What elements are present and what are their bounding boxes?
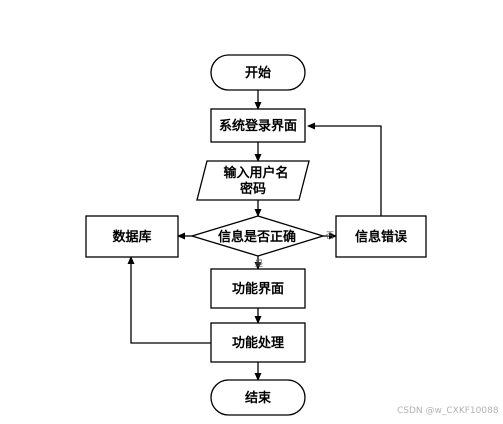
edge-label-yes: 是 bbox=[255, 259, 263, 268]
function-process-box: 功能处理 bbox=[210, 322, 306, 363]
edge-label-no: 否 bbox=[326, 231, 334, 240]
input-label-line2: 密码 bbox=[239, 181, 266, 197]
csdn-watermark: CSDN @w_CXKF10088 bbox=[397, 406, 499, 416]
error-box: 信息错误 bbox=[335, 215, 427, 258]
function-screen-box: 功能界面 bbox=[210, 268, 306, 309]
check-decision: 信息是否正确 bbox=[189, 215, 326, 257]
login-screen-label: 系统登录界面 bbox=[219, 118, 297, 134]
start-terminal: 开始 bbox=[210, 54, 306, 91]
login-screen-box: 系统登录界面 bbox=[210, 108, 306, 143]
error-label: 信息错误 bbox=[355, 229, 408, 245]
function-screen-label: 功能界面 bbox=[232, 281, 284, 297]
check-label: 信息是否正确 bbox=[218, 229, 296, 245]
edge-process-to-database bbox=[127, 256, 211, 344]
database-label: 数据库 bbox=[112, 229, 151, 245]
database-box: 数据库 bbox=[85, 215, 179, 258]
input-label-line1: 输入用户名 bbox=[223, 165, 288, 181]
edge-error-to-login bbox=[307, 122, 382, 216]
end-terminal: 结束 bbox=[210, 379, 306, 416]
end-label: 结束 bbox=[245, 390, 272, 406]
input-credentials-box: 输入用户名 密码 bbox=[196, 160, 310, 201]
start-label: 开始 bbox=[245, 65, 271, 81]
function-process-label: 功能处理 bbox=[232, 335, 284, 351]
